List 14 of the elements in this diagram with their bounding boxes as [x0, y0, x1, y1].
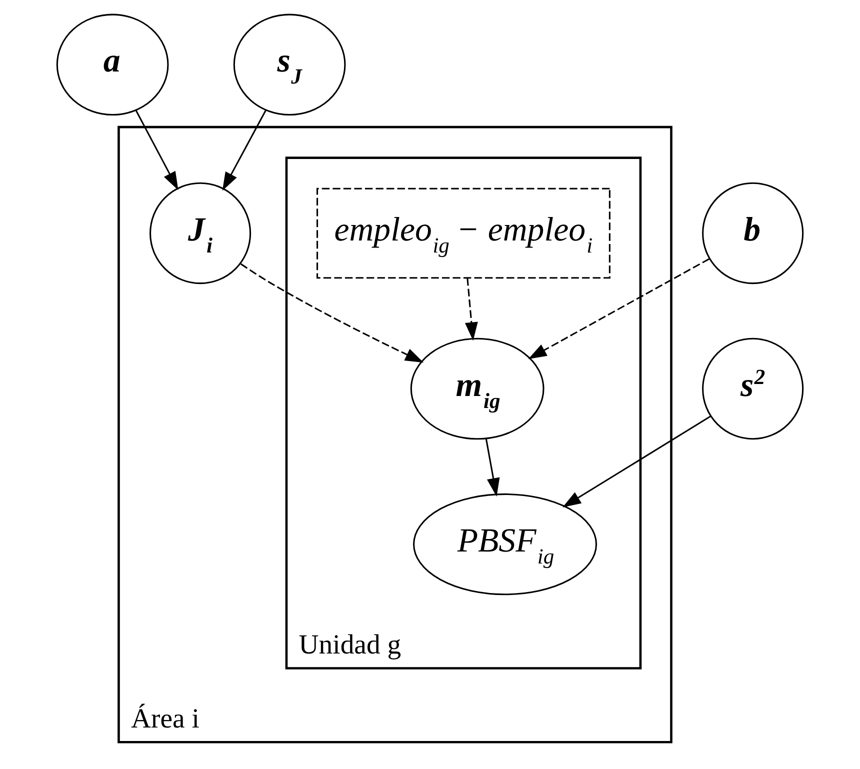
node-circle: J$_{i}$: [150, 182, 252, 284]
arrow: [222, 110, 267, 191]
node-box: empleo$_{ig}$ − empleo$_{i}$: [316, 188, 610, 279]
node-circle: a: [56, 14, 169, 116]
arrow: [135, 110, 178, 190]
node-circle: b: [702, 182, 804, 284]
arrow: [485, 438, 500, 497]
arrow: [464, 278, 478, 341]
node-circle: s$_{J}$: [233, 14, 346, 116]
arrow: [562, 416, 712, 508]
node-ellipse: m$_{ig}$: [410, 338, 544, 440]
arrow: [528, 258, 710, 360]
arrow: [240, 263, 424, 363]
node-circle: s$^{2}$: [702, 338, 804, 440]
